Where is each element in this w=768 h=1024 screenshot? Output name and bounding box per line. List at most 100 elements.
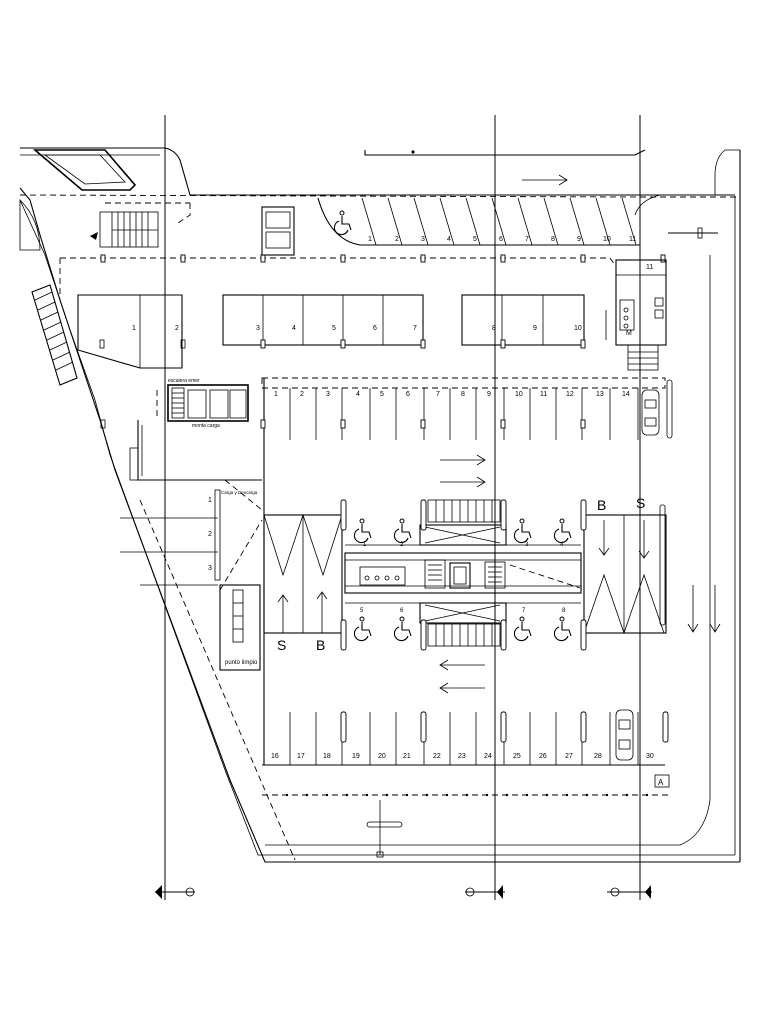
stall-number: 28 [594,753,602,760]
ramp-label-s: S [277,637,286,653]
stall-number: 2 [400,542,404,548]
direction-arrows-left [439,659,485,694]
stall-number: 23 [458,753,466,760]
stall-number: 11 [540,391,547,398]
direction-arrow-right [522,174,568,186]
stall-number: 19 [352,753,360,760]
stall-number: 1 [274,391,278,398]
stall-number: 2 [395,236,399,243]
stall-number: 3 [256,325,260,332]
bay-number: 3 [208,565,212,572]
stair-top-left [90,211,159,248]
stall-number: 7 [436,391,440,398]
room-label: M [626,330,632,337]
columns-mid [260,339,586,349]
ramp-label-s: S [636,495,645,511]
axis-marker-right [607,885,652,899]
stall-number: 26 [539,753,547,760]
central-core [340,499,587,651]
left-service-wall [100,419,262,481]
accessible-stalls-lower: 5 6 7 8 [353,608,572,642]
stall-number: 4 [356,391,360,398]
wheelchair-icon [353,518,372,544]
stall-number: 18 [323,753,331,760]
car-icon [641,379,673,439]
bay-number: 1 [208,497,212,504]
axis-marker-center [465,885,505,899]
stall-number: 2 [175,325,179,332]
curb-dots [285,793,649,797]
stall-number: 1 [132,325,136,332]
stall-number: 9 [533,325,537,332]
stall-number: 9 [487,391,491,398]
ramp-right: B S [583,495,667,635]
stall-number: 10 [515,391,523,398]
label-escalera: escalera emer [168,378,200,384]
stall-number: 9 [577,236,581,243]
stall-number: 1 [368,236,372,243]
stall-number: 3 [421,236,425,243]
stall-number: 21 [403,753,411,760]
service-room-right: 11 M [605,227,718,371]
stall-number: 11 [646,264,653,271]
stall-number: 7 [413,325,417,332]
stall-number: 13 [596,391,604,398]
stall-number: 4 [292,325,296,332]
wheelchair-icon [553,518,572,544]
stall-number: 7 [525,236,529,243]
stall-number: 4 [560,542,564,548]
stall-block-upper: 1 2 3 4 5 6 7 8 9 10 [77,294,585,369]
wheelchair-icon [553,616,572,642]
stall-number: 27 [565,753,573,760]
accessible-stalls-upper: 1 2 3 4 [353,518,572,548]
axis-marker-left [155,885,195,899]
bottom-gate [366,800,403,858]
stall-number: 25 [513,753,521,760]
stall-number: 6 [499,236,503,243]
stall-number: 5 [473,236,477,243]
stall-number: 14 [622,391,630,398]
label-carga: Carga y Descarga [221,490,258,495]
main-parking-block: 1 2 3 4 5 6 7 8 9 10 11 12 13 14 [260,378,721,797]
stall-number: 24 [484,753,492,760]
wheelchair-icon [393,616,412,642]
punto-limpio-room: punto limpio [219,584,261,671]
corner-mark: A [658,778,664,787]
wheelchair-icon [393,518,412,544]
axis-lines [164,115,641,900]
planter-island [19,149,137,251]
stall-number: 8 [551,236,555,243]
ramp-label-b: B [316,637,325,653]
stall-number: 8 [492,325,496,332]
wheelchair-icon [513,616,532,642]
stall-number: 11 [629,236,636,243]
loading-bays: Carga y Descarga 1 2 3 [120,489,258,586]
stall-number: 8 [562,608,566,614]
direction-arrows-right [440,454,486,488]
stall-number: 17 [297,753,305,760]
stall-number: 30 [646,753,654,760]
stall-number: 6 [400,608,404,614]
car-icon [615,709,634,761]
stall-number: 20 [378,753,386,760]
stall-number: 4 [447,236,451,243]
wheelchair-icon [353,616,372,642]
stall-number: 10 [574,325,582,332]
stall-number: 6 [406,391,410,398]
stall-number: 16 [271,753,279,760]
bay-number: 2 [208,531,212,538]
ramp-label-b: B [597,497,606,513]
stall-number: 3 [525,542,529,548]
stall-number: 10 [603,236,611,243]
stall-number: 7 [522,608,526,614]
stall-number: 5 [332,325,336,332]
stall-number: 2 [300,391,304,398]
stall-number: 1 [363,542,367,548]
top-diagonal-stalls: 1 2 3 4 5 6 7 8 9 10 11 [317,197,640,246]
wheelchair-icon [513,518,532,544]
site-boundary [19,147,741,863]
columns-upper [100,254,666,263]
stall-number: 5 [360,608,364,614]
label-montacarga: monta carga [192,423,220,429]
label-punto: punto limpio [225,660,258,666]
